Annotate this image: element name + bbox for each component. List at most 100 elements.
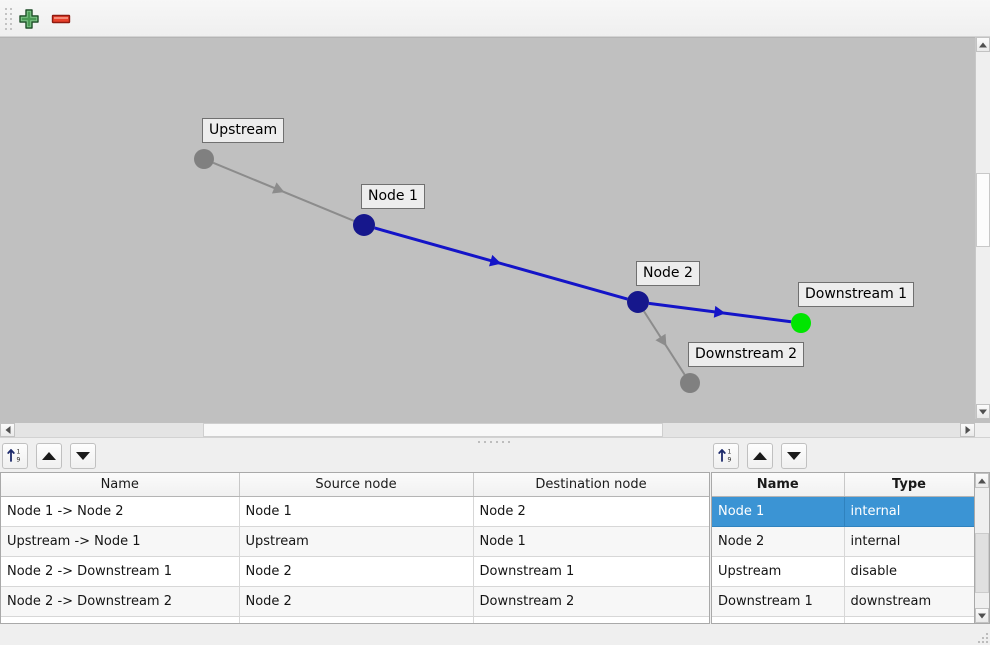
scrollbar-thumb[interactable]	[976, 173, 990, 247]
edge-cell[interactable]: Upstream	[239, 526, 474, 557]
nodes-move-down-button[interactable]	[781, 443, 807, 469]
scroll-left-button[interactable]	[0, 423, 15, 437]
add-node-button[interactable]	[17, 7, 41, 31]
graph-vertical-scrollbar[interactable]	[975, 37, 990, 419]
edges-sort-button[interactable]: 1 9	[2, 443, 28, 469]
triangle-left-icon	[5, 426, 10, 434]
scrollbar-corner	[975, 423, 990, 437]
svg-text:9: 9	[17, 456, 21, 463]
edge-column-header[interactable]: Destination node	[473, 473, 709, 497]
graph-node-label-node2[interactable]: Node 2	[636, 261, 700, 286]
scroll-down-button[interactable]	[975, 608, 989, 623]
graph-edges-layer	[194, 149, 811, 393]
node-empty-row	[712, 616, 974, 623]
scrollbar-track-left[interactable]	[15, 423, 203, 437]
nodes-move-up-button[interactable]	[747, 443, 773, 469]
scrollbar-track-right[interactable]	[663, 423, 960, 437]
scroll-right-button[interactable]	[960, 423, 975, 437]
scroll-down-button[interactable]	[976, 404, 990, 419]
graph-node-label-node1[interactable]: Node 1	[361, 184, 425, 209]
node-cell[interactable]: internal	[844, 496, 974, 527]
edge-cell[interactable]: Node 2 -> Downstream 1	[1, 556, 240, 587]
graph-node-downstream1[interactable]	[791, 313, 811, 333]
edge-column-header[interactable]: Source node	[239, 473, 474, 497]
scrollbar-thumb[interactable]	[975, 533, 989, 593]
triangle-down-icon	[979, 409, 987, 414]
edge-arrowhead	[271, 182, 285, 194]
nodes-sort-button[interactable]: 1 9	[713, 443, 739, 469]
scrollbar-thumb[interactable]	[203, 423, 663, 437]
node-empty-cell	[844, 616, 974, 623]
graph-node-upstream[interactable]	[194, 149, 214, 169]
edge-cell[interactable]: Node 1	[473, 526, 709, 557]
edge-cell[interactable]: Node 1 -> Node 2	[1, 496, 240, 527]
graph-node-node2[interactable]	[627, 291, 649, 313]
edge-cell[interactable]: Node 1	[239, 496, 474, 527]
window-resize-grip[interactable]	[976, 631, 988, 643]
edge-empty-cell	[1, 616, 240, 623]
node-cell[interactable]: downstream	[844, 586, 974, 617]
node-cell[interactable]: Node 2	[712, 526, 845, 557]
edges-move-down-button[interactable]	[70, 443, 96, 469]
edge-arrowhead	[489, 254, 502, 267]
triangle-down-icon	[76, 452, 90, 460]
graph-node-label-upstream[interactable]: Upstream	[202, 118, 285, 143]
edges-move-up-button[interactable]	[36, 443, 62, 469]
nodes-table-scrollbar[interactable]	[975, 472, 990, 624]
sort-ascending-icon: 1 9	[5, 448, 25, 468]
scroll-up-button[interactable]	[976, 37, 990, 52]
remove-node-button[interactable]	[49, 7, 73, 31]
edge-cell[interactable]: Downstream 1	[473, 556, 709, 587]
edge-cell[interactable]: Node 2 -> Downstream 2	[1, 586, 240, 617]
node-cell[interactable]: internal	[844, 526, 974, 557]
node-cell[interactable]: disable	[844, 556, 974, 587]
node-cell[interactable]: Node 1	[712, 496, 845, 527]
edge-column-header[interactable]: Name	[1, 473, 240, 497]
main-toolbar	[0, 0, 990, 37]
edge-cell[interactable]: Node 2	[239, 556, 474, 587]
pane-splitter[interactable]	[0, 437, 990, 446]
edge-cell[interactable]: Node 2	[473, 496, 709, 527]
graph-node-node1[interactable]	[353, 214, 375, 236]
edge-empty-row	[1, 616, 709, 623]
edge-cell[interactable]: Upstream -> Node 1	[1, 526, 240, 557]
edge-cell[interactable]: Downstream 2	[473, 586, 709, 617]
edge-cell[interactable]: Node 2	[239, 586, 474, 617]
triangle-up-icon	[978, 478, 986, 483]
svg-text:1: 1	[17, 448, 21, 455]
node-cell[interactable]: Upstream	[712, 556, 845, 587]
splitter-grip	[478, 441, 512, 443]
sort-ascending-icon: 1 9	[716, 448, 736, 468]
node-cell[interactable]: Downstream 1	[712, 586, 845, 617]
toolbar-drag-grip[interactable]	[5, 8, 13, 30]
graph-node-label-downstream2[interactable]: Downstream 2	[688, 342, 805, 367]
triangle-up-icon	[42, 452, 56, 460]
node-empty-cell	[712, 616, 845, 623]
graph-node-label-downstream1[interactable]: Downstream 1	[798, 282, 915, 307]
triangle-right-icon	[965, 426, 970, 434]
red-minus-icon	[49, 14, 73, 34]
status-bar	[0, 625, 990, 645]
node-column-header[interactable]: Type	[844, 473, 974, 497]
graph-node-downstream2[interactable]	[680, 373, 700, 393]
node-column-header[interactable]: Name	[712, 473, 845, 497]
graph-horizontal-scrollbar[interactable]	[0, 423, 990, 437]
edge-empty-cell	[473, 616, 709, 623]
scroll-up-button[interactable]	[975, 473, 989, 488]
